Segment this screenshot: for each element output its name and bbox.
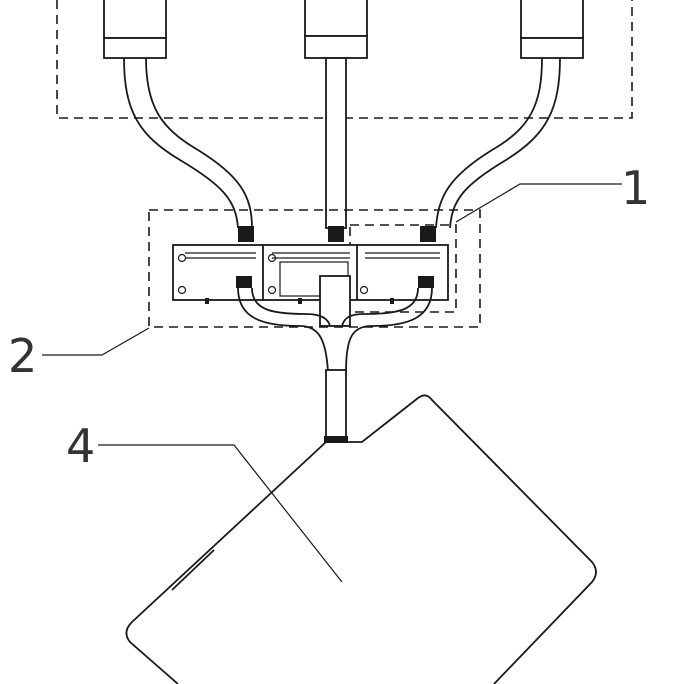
connector-lower-left <box>236 276 252 288</box>
connector-middle <box>328 226 344 242</box>
bag-right-edge <box>348 394 597 684</box>
merge-tubes <box>237 287 433 373</box>
connector-lower-right <box>418 276 434 288</box>
leader-line-2 <box>42 327 150 356</box>
outlet-pipe <box>325 369 347 439</box>
bag-seam <box>171 549 215 591</box>
tube-left <box>123 57 253 229</box>
label-1: 1 <box>621 161 650 215</box>
connector-left <box>238 226 254 242</box>
tube-right <box>435 57 561 229</box>
cylinder-middle <box>304 0 368 59</box>
lower-dashed-enclosure <box>148 209 481 328</box>
outlet-fitting <box>324 436 348 443</box>
leader-line-1 <box>455 183 622 223</box>
label-4: 4 <box>66 419 95 473</box>
label-2: 2 <box>8 329 37 383</box>
leader-line-4 <box>98 444 343 583</box>
rod-middle <box>325 57 347 229</box>
cylinder-left <box>103 0 167 59</box>
bag-left-edge <box>125 441 327 684</box>
cylinder-right <box>520 0 584 59</box>
inner-dashed-frame <box>349 224 457 313</box>
valve-block <box>172 244 449 327</box>
connector-right <box>420 226 436 242</box>
